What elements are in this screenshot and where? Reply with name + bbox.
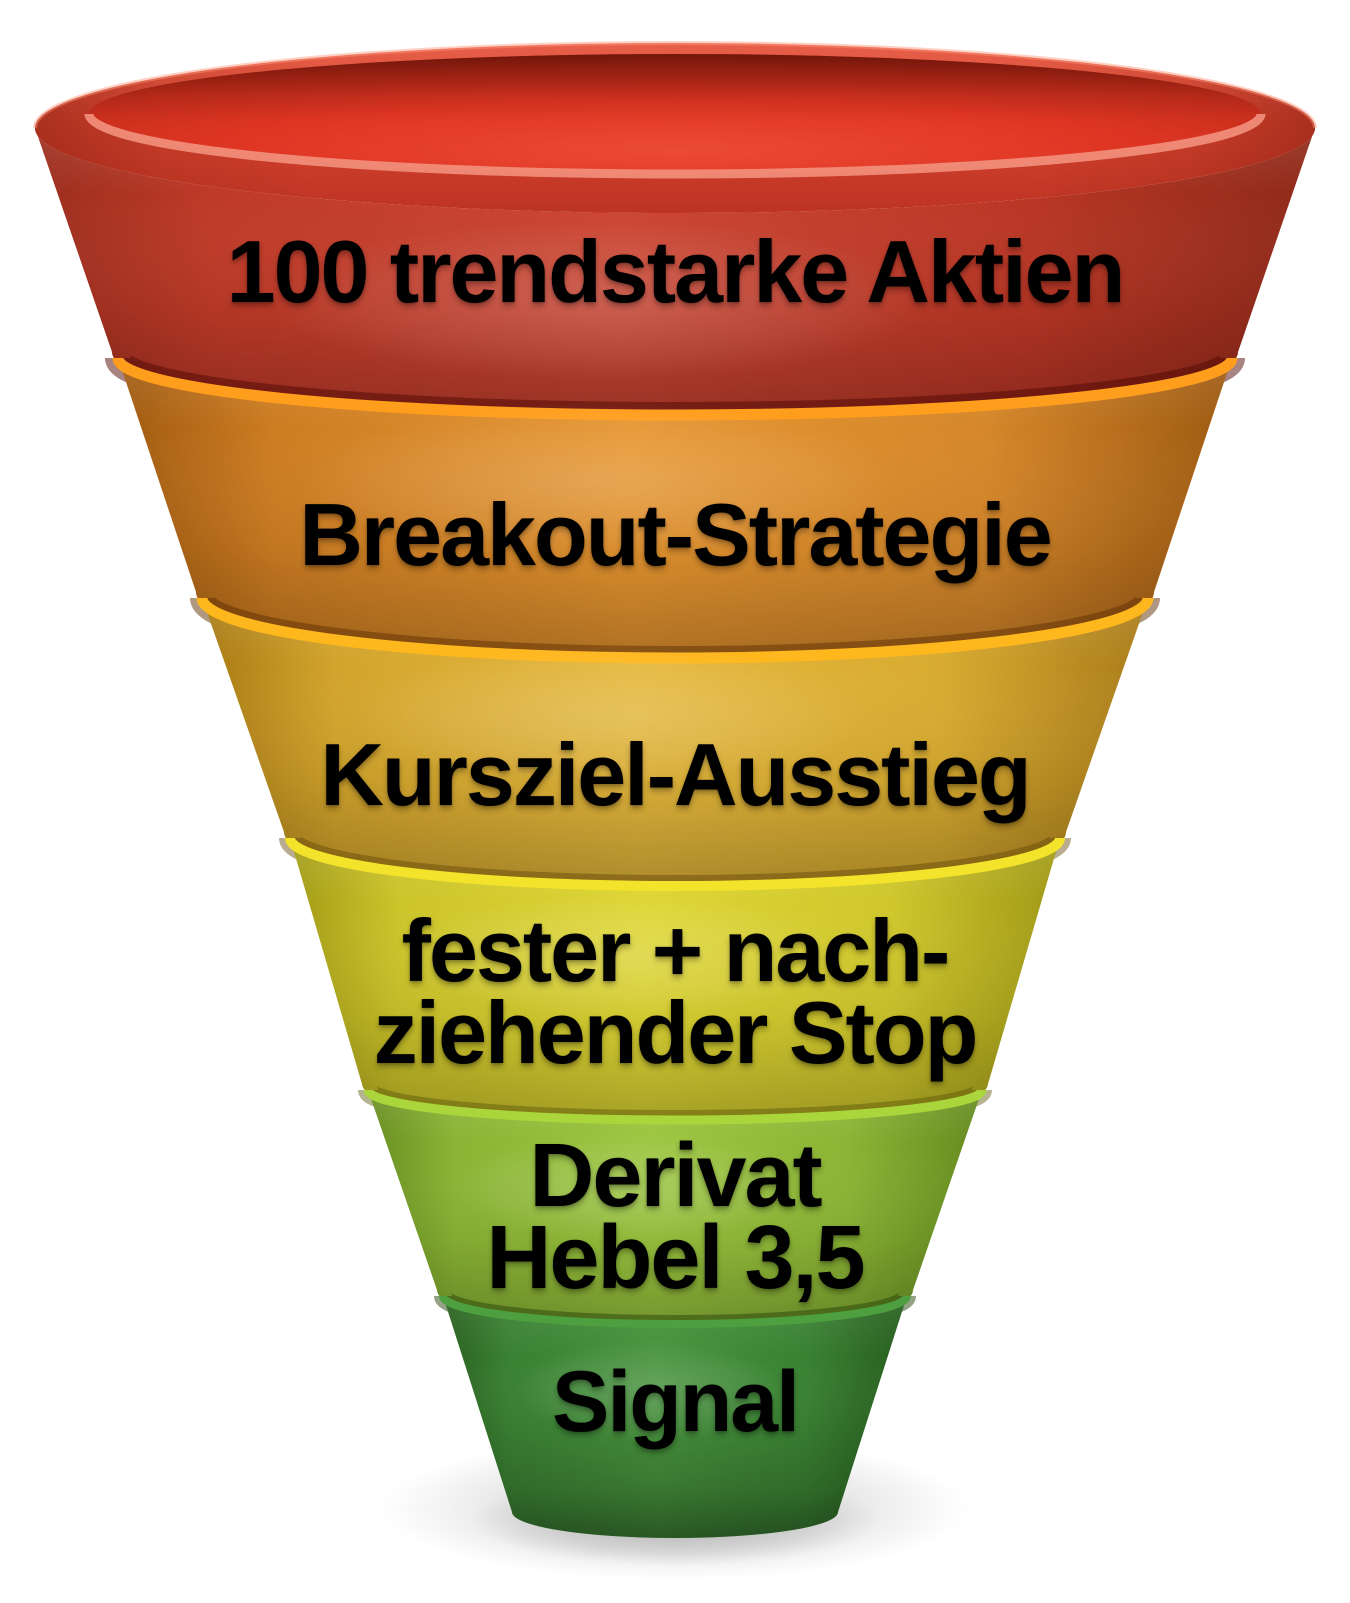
funnel-level-4-text-line-1: fester + nach- (401, 901, 951, 1000)
funnel-level-6-shape (439, 1295, 911, 1538)
funnel-level-2-text: Breakout-Strategie (299, 485, 1052, 584)
funnel-level-4-text-line-2: ziehender Stop (373, 983, 979, 1082)
funnel-level-4-label: fester + nach- ziehender Stop (0, 901, 1350, 1082)
funnel-level-5-text-line-1: Derivat (529, 1126, 822, 1226)
funnel-level-3-label: Kursziel-Ausstieg (0, 727, 1350, 823)
mouth-inner-lip-highlight (84, 113, 1266, 179)
funnel-level-1-label: 100 trendstarke Aktien (0, 224, 1350, 320)
funnel-level-5-text-line-2: Hebel 3,5 (486, 1208, 865, 1308)
level-4-top-lip (285, 837, 1065, 891)
level-6-top-lip (439, 1295, 911, 1328)
funnel-level-3-text: Kursziel-Ausstieg (320, 725, 1031, 824)
level-5-top-lip (363, 1088, 987, 1125)
funnel-level-1-text: 100 trendstarke Aktien (226, 222, 1126, 321)
funnel-level-1-shape (35, 128, 1315, 428)
funnel-level-6-text: Signal (551, 1354, 800, 1450)
mouth-top-highlight (33, 41, 1317, 129)
funnel-level-2-label: Breakout-Strategie (0, 487, 1350, 583)
funnel-level-6-label: Signal (0, 1356, 1350, 1448)
funnel-level-5-label: Derivat Hebel 3,5 (0, 1126, 1350, 1308)
funnel-mouth (33, 41, 1317, 213)
funnel-level-3-shape (196, 597, 1154, 897)
funnel-level-5-shape (363, 1088, 987, 1333)
